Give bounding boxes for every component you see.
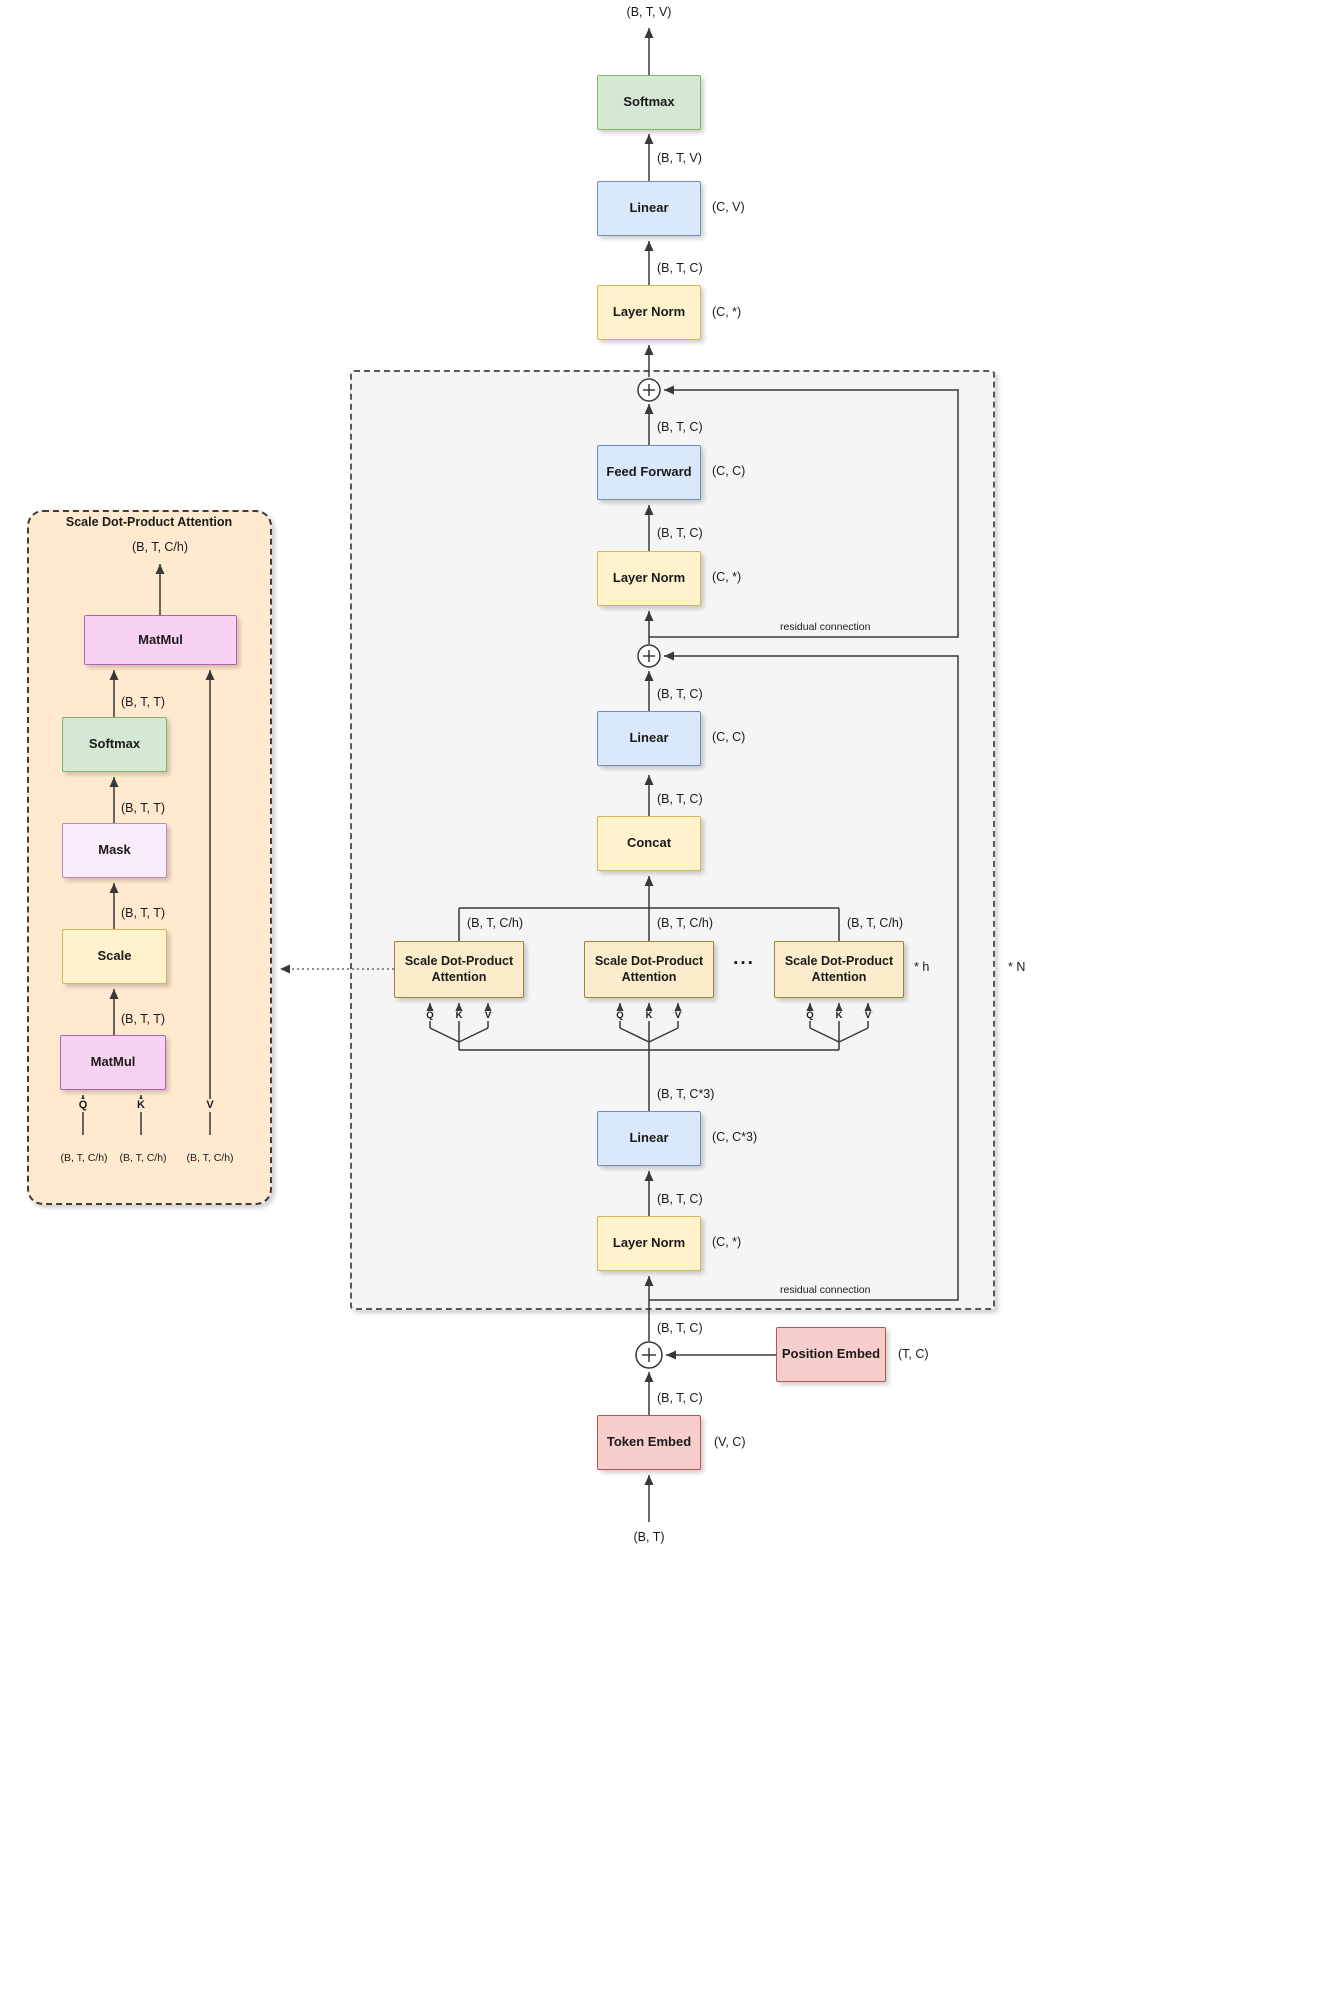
layer-norm-ff-node: Layer Norm bbox=[597, 551, 701, 606]
shape-label: (B, T, C/h) bbox=[467, 916, 524, 930]
panel-k-label: K bbox=[135, 1099, 147, 1112]
softmax-output-node: Softmax bbox=[597, 75, 701, 130]
attention-head-h-node: Scale Dot-Product Attention bbox=[774, 941, 904, 998]
shape-label: (B, T, V) bbox=[657, 151, 702, 165]
residual-connection-label: residual connection bbox=[780, 1284, 871, 1296]
shape-label-output: (B, T, V) bbox=[626, 5, 672, 19]
weight-label: (V, C) bbox=[714, 1435, 746, 1449]
linear-projection-node: Linear bbox=[597, 711, 701, 766]
shape-label: (B, T, C) bbox=[657, 420, 703, 434]
shape-label: (B, T, C) bbox=[657, 1391, 703, 1405]
shape-label: (B, T, C) bbox=[657, 1192, 703, 1206]
weight-label: (C, C*3) bbox=[712, 1130, 758, 1144]
repeat-n-label: * N bbox=[1008, 960, 1026, 974]
panel-shape-label: (B, T, T) bbox=[121, 801, 165, 815]
shape-label: (B, T, C) bbox=[657, 792, 703, 806]
v-label: V bbox=[483, 1010, 493, 1021]
panel-shape-label: (B, T, C/h) bbox=[131, 540, 189, 554]
panel-shape-label: (B, T, C/h) bbox=[60, 1152, 108, 1164]
q-label: Q bbox=[805, 1010, 815, 1021]
panel-shape-label: (B, T, T) bbox=[121, 1012, 165, 1026]
panel-matmul-output-node: MatMul bbox=[84, 615, 237, 665]
shape-label: (B, T, C) bbox=[657, 526, 703, 540]
panel-softmax-node: Softmax bbox=[62, 717, 167, 772]
v-label: V bbox=[673, 1010, 683, 1021]
q-label: Q bbox=[615, 1010, 625, 1021]
panel-shape-label: (B, T, T) bbox=[121, 695, 165, 709]
shape-label: (B, T, C) bbox=[657, 687, 703, 701]
repeat-h-label: * h bbox=[914, 960, 930, 974]
layer-norm-final-node: Layer Norm bbox=[597, 285, 701, 340]
weight-label: (C, *) bbox=[712, 305, 742, 319]
panel-v-label: V bbox=[204, 1099, 216, 1112]
add-junction-embed bbox=[635, 1341, 663, 1369]
residual-connection-label: residual connection bbox=[780, 621, 871, 633]
shape-label: (B, T, C/h) bbox=[657, 916, 714, 930]
shape-label-input: (B, T) bbox=[633, 1530, 665, 1544]
k-label: K bbox=[454, 1010, 464, 1021]
feed-forward-node: Feed Forward bbox=[597, 445, 701, 500]
layer-norm-attn-node: Layer Norm bbox=[597, 1216, 701, 1271]
attention-head-2-node: Scale Dot-Product Attention bbox=[584, 941, 714, 998]
concat-node: Concat bbox=[597, 816, 701, 871]
k-label: K bbox=[644, 1010, 654, 1021]
weight-label: (T, C) bbox=[898, 1347, 929, 1361]
v-label: V bbox=[863, 1010, 873, 1021]
shape-label: (B, T, C/h) bbox=[847, 916, 904, 930]
weight-label: (C, C) bbox=[712, 730, 746, 744]
weight-label: (C, *) bbox=[712, 1235, 742, 1249]
token-embed-node: Token Embed bbox=[597, 1415, 701, 1470]
panel-matmul-qk-node: MatMul bbox=[60, 1035, 166, 1090]
panel-mask-node: Mask bbox=[62, 823, 167, 878]
heads-ellipsis: ... bbox=[733, 948, 755, 969]
panel-shape-label: (B, T, C/h) bbox=[186, 1152, 234, 1164]
weight-label: (C, *) bbox=[712, 570, 742, 584]
k-label: K bbox=[834, 1010, 844, 1021]
panel-shape-label: (B, T, C/h) bbox=[119, 1152, 167, 1164]
panel-q-label: Q bbox=[76, 1099, 90, 1112]
weight-label: (C, V) bbox=[712, 200, 745, 214]
panel-title: Scale Dot-Product Attention bbox=[65, 515, 233, 529]
shape-label: (B, T, C) bbox=[657, 1321, 703, 1335]
attention-head-1-node: Scale Dot-Product Attention bbox=[394, 941, 524, 998]
panel-scale-node: Scale bbox=[62, 929, 167, 984]
shape-label: (B, T, C) bbox=[657, 261, 703, 275]
position-embed-node: Position Embed bbox=[776, 1327, 886, 1382]
q-label: Q bbox=[425, 1010, 435, 1021]
panel-shape-label: (B, T, T) bbox=[121, 906, 165, 920]
linear-head-node: Linear bbox=[597, 181, 701, 236]
shape-label: (B, T, C*3) bbox=[657, 1087, 715, 1101]
linear-qkv-node: Linear bbox=[597, 1111, 701, 1166]
weight-label: (C, C) bbox=[712, 464, 746, 478]
